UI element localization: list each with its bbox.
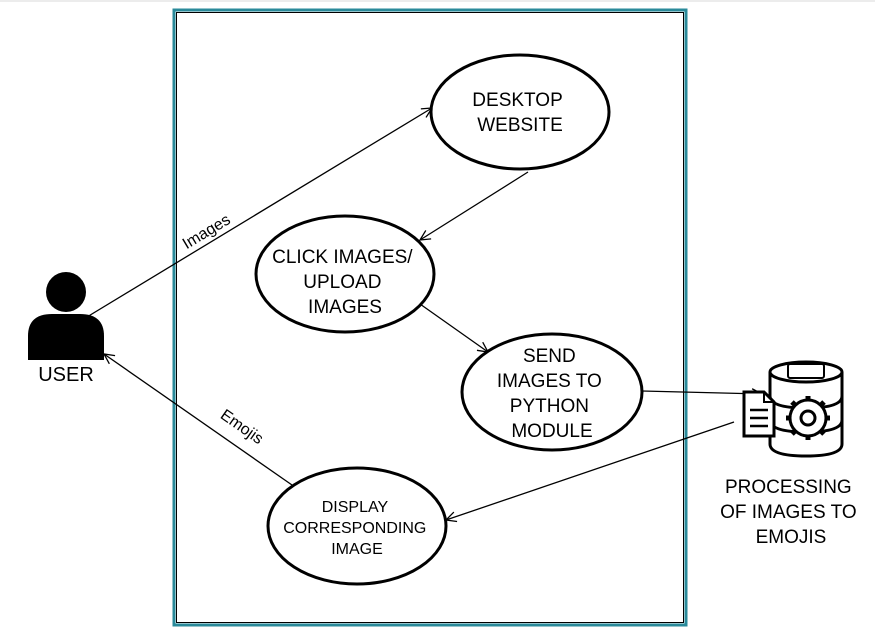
use-case-display-corresponding-image: DISPLAY CORRESPONDING IMAGE bbox=[266, 466, 448, 586]
external-label-line: EMOJIS bbox=[756, 527, 827, 548]
use-case-line: SEND bbox=[523, 346, 576, 367]
external-label: PROCESSING OF IMAGES TO EMOJIS bbox=[720, 477, 862, 548]
edge-send-to-processing bbox=[641, 391, 762, 394]
edge-desktop-to-click bbox=[420, 171, 529, 240]
svg-text:CLICK IMAGES/ UPLOAD: CLICK IMAGES/ UPLOAD IMAGES bbox=[272, 247, 418, 318]
external-label-line: PROCESSING bbox=[725, 477, 852, 498]
use-case-line: UPLOAD bbox=[303, 272, 381, 293]
use-case-line: MODULE bbox=[511, 421, 592, 442]
use-case-line: WEBSITE bbox=[477, 115, 563, 136]
use-case-line: CORRESPONDING bbox=[283, 520, 426, 537]
use-case-line: DESKTOP bbox=[472, 90, 562, 111]
edge-user-to-desktop bbox=[81, 108, 432, 321]
use-case-send-images-python: SEND IMAGES TO PYTHON MODULE bbox=[460, 332, 644, 452]
svg-text:SEND IMAGES TO PYT: SEND IMAGES TO PYTHON MODULE bbox=[497, 346, 607, 442]
external-label-line: OF IMAGES TO bbox=[720, 502, 857, 523]
use-case-desktop-website: DESKTOP WEBSITE bbox=[429, 53, 611, 171]
edge-processing-to-display bbox=[446, 421, 735, 520]
edge-click-to-send bbox=[419, 303, 488, 352]
use-case-click-upload-images: CLICK IMAGES/ UPLOAD IMAGES bbox=[254, 214, 436, 334]
system-boundary-inner bbox=[176, 12, 684, 623]
use-case-line: PYTHON bbox=[510, 396, 589, 417]
actor-label: USER bbox=[38, 364, 94, 386]
database-processing-icon bbox=[742, 360, 844, 458]
use-case-line: IMAGES bbox=[308, 297, 382, 318]
use-case-line: IMAGES TO bbox=[497, 371, 602, 392]
edge-display-to-user bbox=[104, 354, 293, 486]
actor-user: USER bbox=[28, 272, 104, 386]
svg-text:DESKTOP WEBSITE: DESKTOP WEBSITE bbox=[472, 90, 567, 136]
use-case-line: CLICK IMAGES/ bbox=[272, 247, 413, 268]
user-icon bbox=[28, 272, 104, 360]
use-case-line: DISPLAY bbox=[322, 499, 389, 516]
svg-text:DISPLAY CORRESPONDING: DISPLAY CORRESPONDING IMAGE bbox=[283, 499, 431, 558]
use-case-line: IMAGE bbox=[331, 541, 383, 558]
